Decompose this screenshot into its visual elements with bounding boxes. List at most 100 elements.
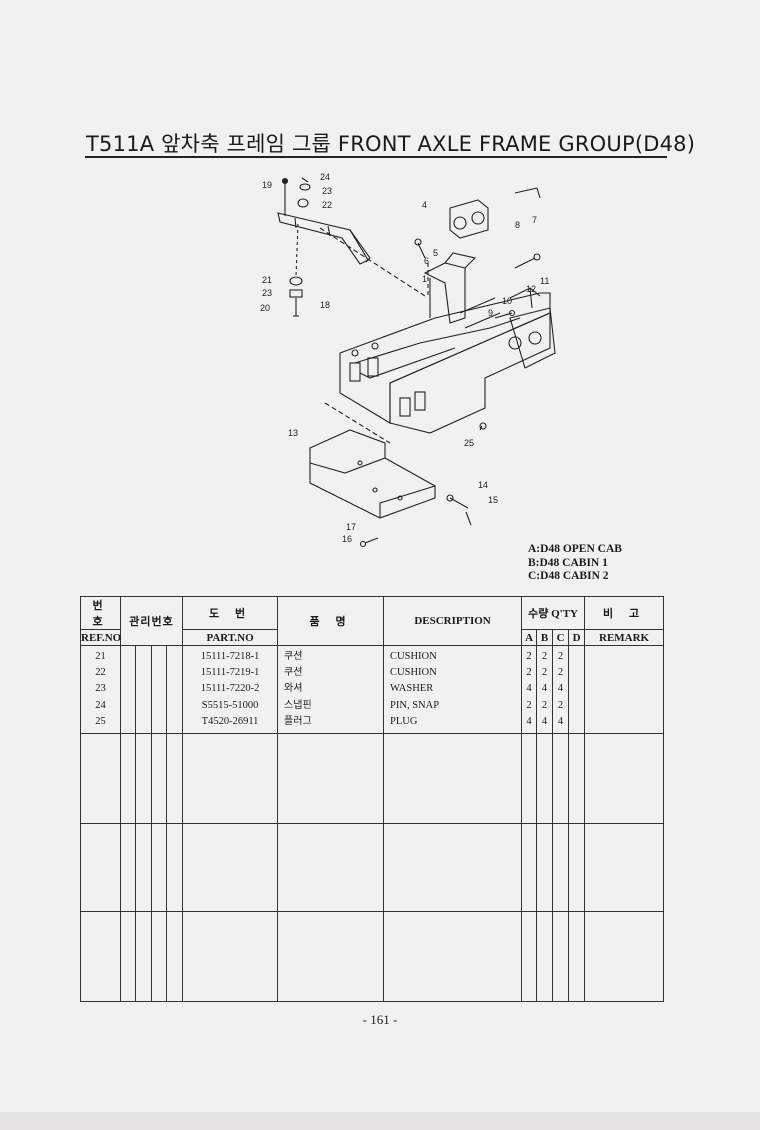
legend-b: B:D48 CABIN 1	[528, 556, 608, 569]
qty-b-23: 4	[541, 683, 548, 695]
ref-23: 23	[95, 683, 106, 695]
header-remark-ko: 비 고	[584, 596, 665, 630]
qty-a-22: 2	[526, 667, 532, 679]
svg-text:8: 8	[515, 220, 520, 230]
qty-b-22: 2	[541, 667, 548, 679]
lower-mount-13	[309, 429, 436, 519]
svg-text:11: 11	[540, 276, 549, 286]
qty-d-24	[569, 698, 584, 714]
partno-24: S5515-51000	[201, 699, 259, 711]
svg-text:21: 21	[262, 275, 272, 285]
svg-text:12: 12	[526, 284, 536, 294]
empty-row-1	[80, 733, 665, 824]
legend-c: C:D48 CABIN 2	[528, 570, 609, 582]
remark-column	[584, 645, 665, 734]
qty-d-23	[569, 681, 584, 697]
partno-22: 15111-7219-1	[200, 667, 260, 679]
name-ko-21: 쿠션	[284, 651, 303, 662]
svg-text:24: 24	[320, 172, 330, 182]
qty-c-column: 2 2 4 2 4	[552, 645, 570, 734]
name-ko-column: 쿠션 쿠션 와셔 스냅핀 플러그	[277, 645, 385, 734]
svg-text:6: 6	[424, 256, 429, 266]
page-title: T511A 앞차축 프레임 그룹 FRONT AXLE FRAME GROUP(…	[86, 132, 696, 156]
partno-column: 15111-7218-1 15111-7219-1 15111-7220-2 S…	[182, 645, 279, 734]
desc-24: PIN, SNAP	[390, 699, 440, 711]
svg-text:16: 16	[342, 534, 352, 544]
bracket-18	[277, 212, 369, 265]
title-underline	[85, 156, 667, 158]
front-axle-frame	[339, 252, 556, 434]
header-partno-en: PART.NO	[182, 629, 279, 646]
svg-text:7: 7	[532, 215, 537, 225]
qty-c-22: 2	[557, 667, 564, 679]
qty-b-21: 2	[541, 651, 548, 662]
name-ko-24: 스냅핀	[284, 699, 312, 711]
empty-row-3	[80, 911, 665, 1002]
ref-21: 21	[95, 651, 106, 662]
parts-table: 번 호 관리번호 도 번 품 명 DESCRIPTION 수량 Q'TY 비 고…	[80, 596, 665, 1002]
partno-25: T4520-26911	[201, 715, 259, 727]
qty-c-25: 4	[557, 715, 564, 727]
svg-text:23: 23	[262, 288, 272, 298]
svg-text:23: 23	[322, 186, 332, 196]
pivot-block-4	[449, 199, 489, 239]
header-partno-ko: 도 번	[182, 596, 279, 630]
ref-24: 24	[95, 699, 106, 711]
svg-text:14: 14	[478, 480, 488, 490]
partno-23: 15111-7220-2	[200, 683, 260, 695]
svg-text:15: 15	[488, 495, 498, 505]
name-ko-23: 와셔	[284, 683, 303, 695]
header-ref-ko: 번 호	[80, 596, 121, 630]
svg-text:20: 20	[260, 303, 270, 313]
svg-text:10: 10	[502, 296, 512, 306]
svg-text:13: 13	[288, 428, 298, 438]
desc-22: CUSHION	[390, 667, 437, 679]
model-legend: A:D48 OPEN CAB B:D48 CABIN 1 C:D48 CABIN…	[528, 543, 622, 584]
scan-edge	[0, 1112, 760, 1130]
qty-d-22	[569, 665, 584, 681]
svg-text:17: 17	[346, 522, 356, 532]
header-remark-en: REMARK	[584, 629, 665, 646]
name-ko-22: 쿠션	[284, 667, 303, 679]
header-qty: 수량 Q'TY	[521, 596, 586, 630]
qty-a-25: 4	[526, 715, 532, 727]
table-header-row-1: 번 호 관리번호 도 번 품 명 DESCRIPTION 수량 Q'TY 비 고	[80, 596, 665, 646]
qty-d-25	[569, 714, 584, 730]
svg-text:1: 1	[422, 274, 427, 284]
page-number: - 161 -	[362, 1012, 398, 1027]
qty-c-21: 2	[557, 651, 564, 662]
qty-b-column: 2 2 4 2 4	[536, 645, 554, 734]
name-ko-25: 플러그	[284, 715, 312, 727]
header-qty-c: C	[552, 629, 570, 646]
header-mgmt: 관리번호	[119, 596, 184, 646]
header-qty-a: A	[521, 629, 538, 646]
ref-column: 21 22 23 24 25	[80, 645, 121, 734]
header-description: DESCRIPTION	[383, 596, 523, 646]
svg-text:9: 9	[488, 308, 493, 318]
qty-a-24: 2	[526, 699, 532, 711]
partno-21: 15111-7218-1	[200, 651, 260, 662]
description-column: CUSHION CUSHION WASHER PIN, SNAP PLUG	[383, 645, 523, 734]
qty-d-column	[568, 645, 586, 734]
qty-c-24: 2	[557, 699, 564, 711]
qty-b-25: 4	[541, 715, 548, 727]
qty-a-23: 4	[526, 683, 532, 695]
parts-rows-block: 21 22 23 24 25 15111-7218-1 15111-7219-1…	[80, 645, 665, 734]
empty-row-2	[80, 823, 665, 912]
qty-a-column: 2 2 4 2 4	[521, 645, 538, 734]
svg-text:5: 5	[433, 248, 438, 258]
svg-text:25: 25	[464, 438, 474, 448]
legend-a: A:D48 OPEN CAB	[528, 543, 622, 555]
svg-text:22: 22	[322, 200, 332, 210]
header-qty-d: D	[568, 629, 586, 646]
header-ref-en: REF.NO	[80, 629, 122, 646]
qty-b-24: 2	[541, 699, 548, 711]
ref-22: 22	[95, 667, 106, 679]
header-qty-b: B	[536, 629, 554, 646]
qty-c-23: 4	[557, 683, 564, 695]
qty-a-21: 2	[526, 651, 532, 662]
svg-text:4: 4	[422, 200, 427, 210]
desc-25: PLUG	[390, 715, 418, 727]
